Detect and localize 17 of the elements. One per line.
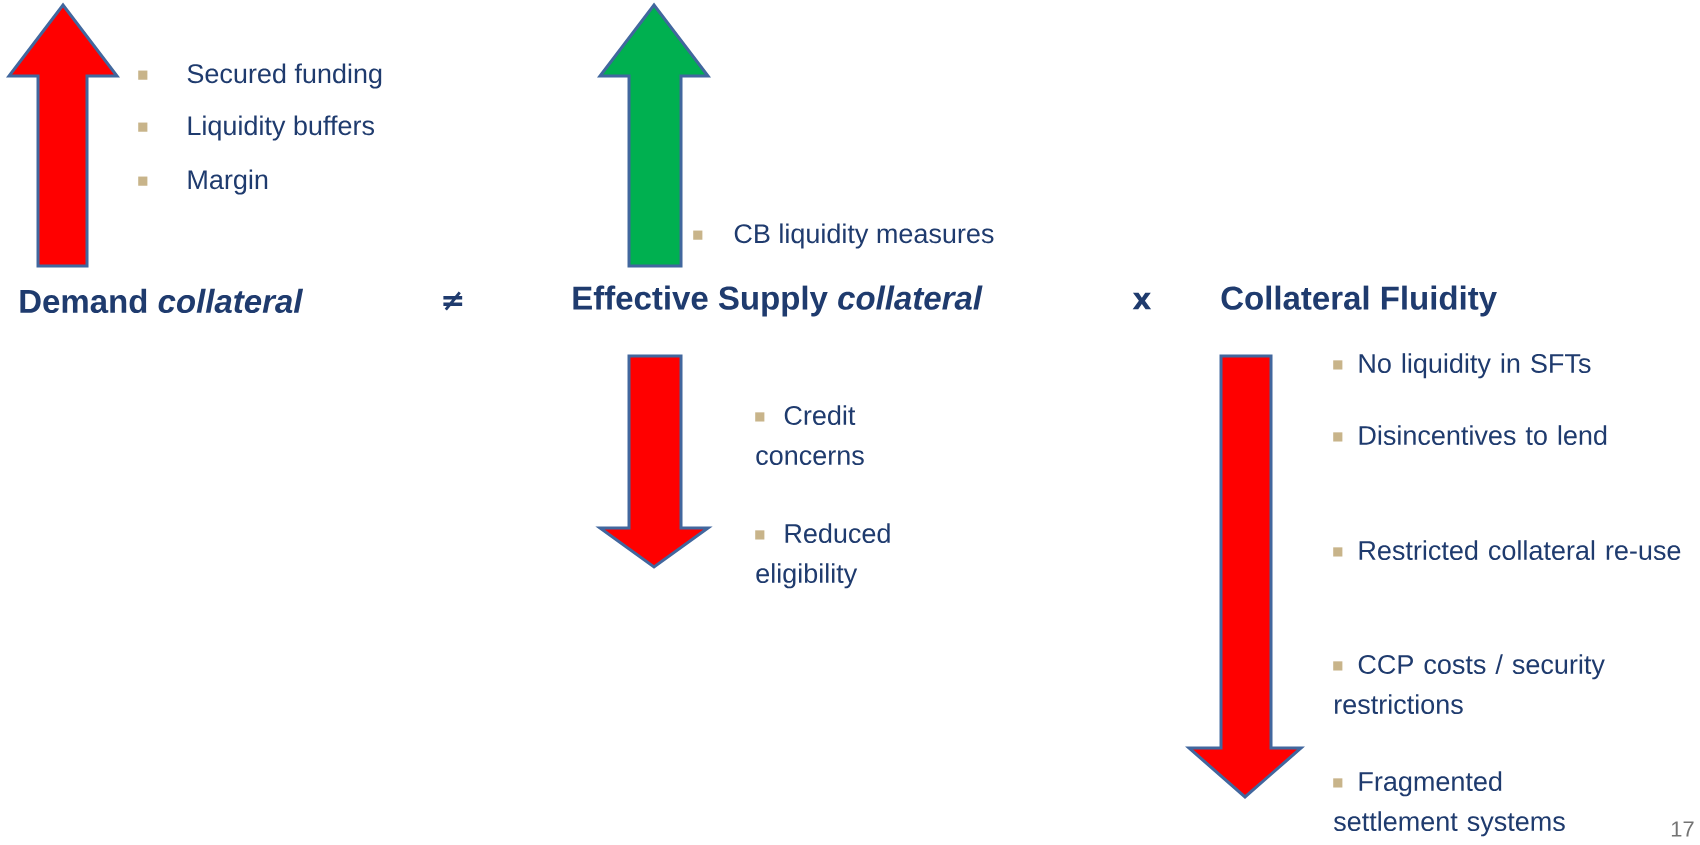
bullet-item: Reduced eligibility	[755, 523, 890, 589]
bullet-item: Disincentives to lend	[1333, 425, 1607, 446]
bullet-item: Fragmented settlement systems	[1333, 771, 1565, 837]
bullet-item: Restricted collateral re-use	[1333, 540, 1681, 561]
operator-symbol: x	[1132, 292, 1152, 310]
bullet-item: CCP costs / security restrictions	[1333, 654, 1605, 715]
operator-symbol: ≠	[443, 291, 463, 311]
page-number: 17	[1671, 821, 1694, 837]
bullet-item: Credit concerns	[755, 405, 864, 466]
equation-term: Effective Supply collateral	[573, 285, 983, 317]
bullet-item: Liquidity buffers	[138, 115, 374, 141]
bullet-item: Margin	[138, 169, 268, 195]
equation-term: Demand collateral	[20, 288, 304, 314]
bullet-item: CB liquidity measures	[693, 223, 994, 249]
equation-term: Collateral Fluidity	[1221, 285, 1497, 317]
bullet-item: Secured funding	[138, 63, 382, 89]
bullet-item: No liquidity in SFTs	[1333, 353, 1591, 379]
